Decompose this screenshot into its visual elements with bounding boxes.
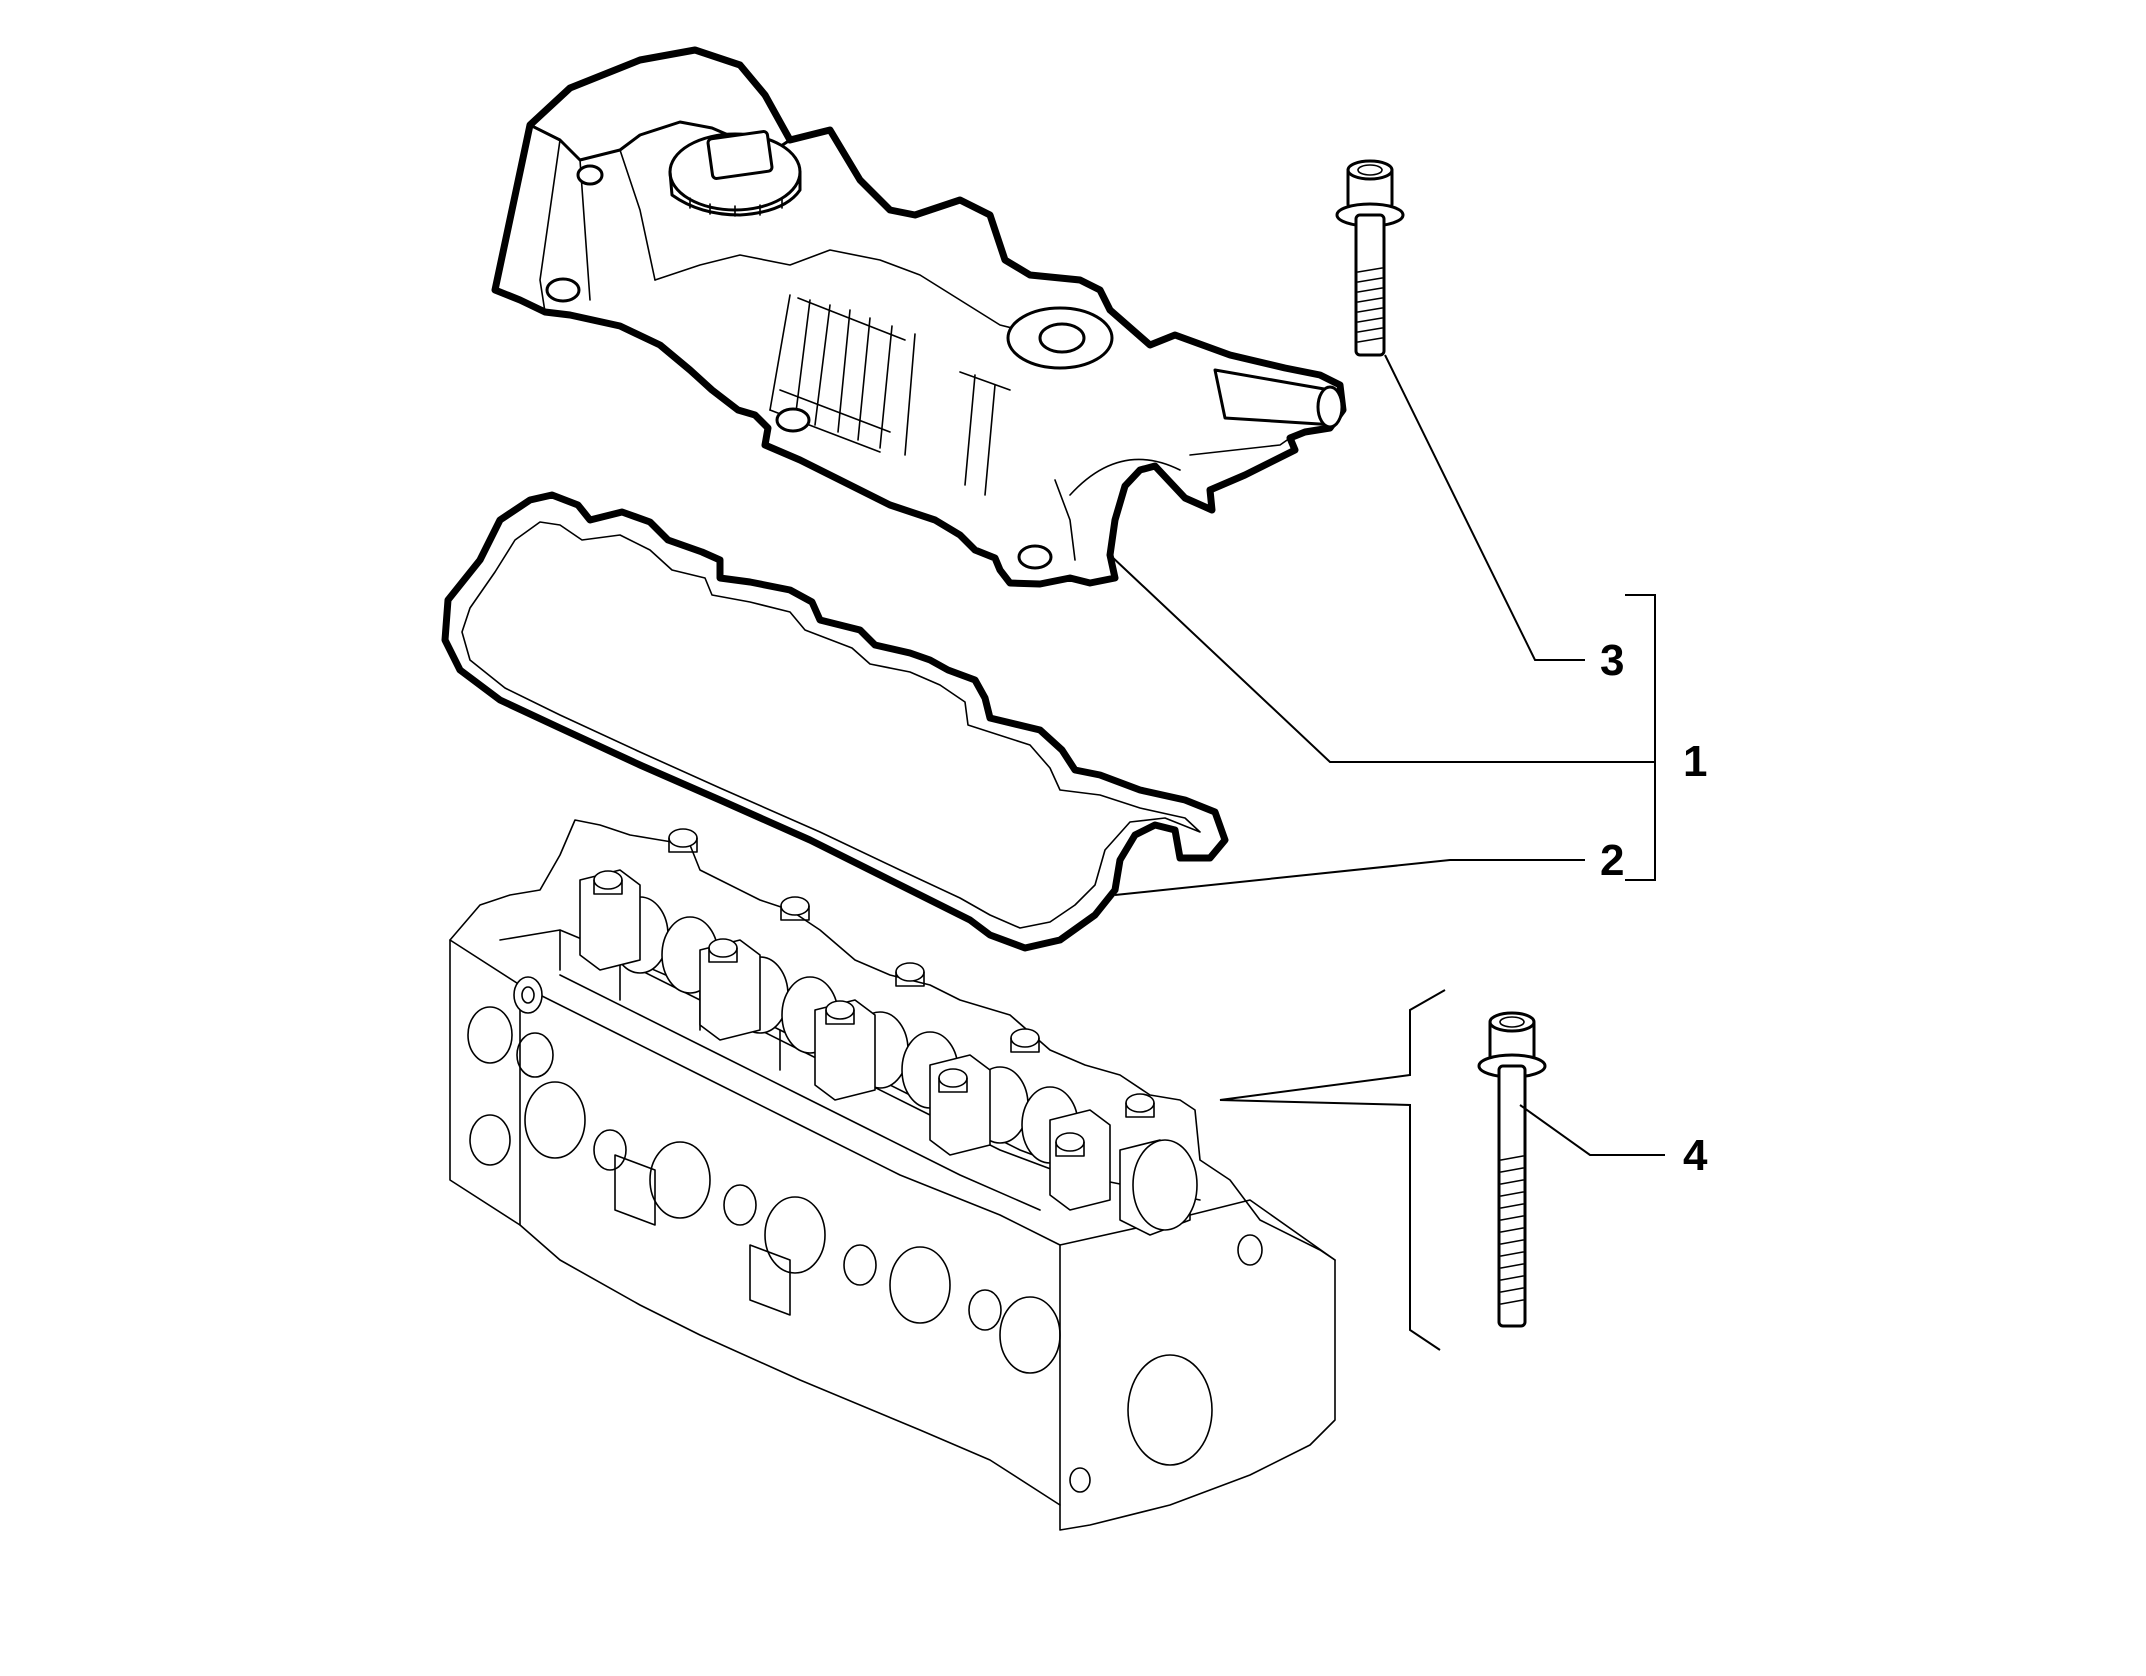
callout-label-2: 2 <box>1600 836 1624 885</box>
cover-mounting-holes <box>545 164 1053 570</box>
callout-label-1: 1 <box>1683 737 1707 786</box>
cylinder-head-ports <box>467 1006 1263 1493</box>
head-bolt[interactable] <box>1477 1011 1547 1328</box>
callout-label-3: 3 <box>1600 636 1624 685</box>
cylinder-head[interactable] <box>449 819 1336 1531</box>
leader-lines <box>1109 354 1665 1351</box>
callout-label-4: 4 <box>1683 1131 1708 1180</box>
oil-filler-cap <box>668 130 802 217</box>
cover-screw[interactable] <box>1335 159 1405 357</box>
cover-gasket[interactable] <box>441 491 1229 952</box>
bearing-caps <box>579 869 1111 1211</box>
cylinder-head-cover[interactable] <box>491 46 1347 588</box>
cap-bolts <box>593 828 1155 1157</box>
